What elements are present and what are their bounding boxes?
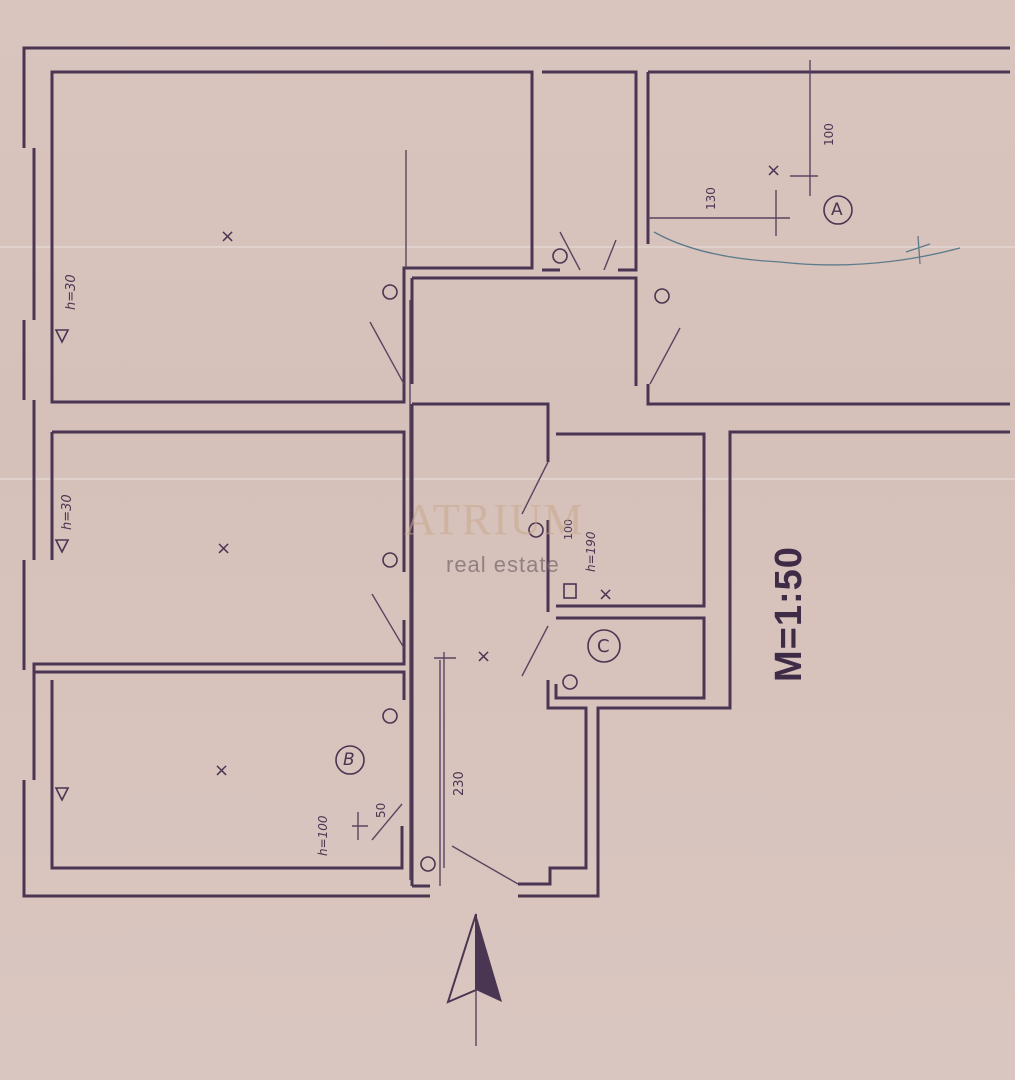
- outer-walls: [22, 46, 1010, 898]
- room-center-mark: ×: [476, 646, 492, 667]
- room-center-mark: ×: [214, 760, 230, 781]
- room-marker-b: B: [343, 750, 355, 770]
- pencil-marks: [653, 231, 961, 266]
- dimension-label: 50: [374, 802, 388, 818]
- watermark-tagline: real estate: [446, 552, 560, 577]
- room-center-mark: ×: [766, 160, 782, 181]
- fixture-symbols: [54, 195, 853, 872]
- dimension-label: 230: [452, 771, 467, 796]
- north-arrow-icon: [446, 913, 502, 1046]
- dimension-label: 130: [704, 187, 718, 210]
- dimension-lines: [352, 60, 818, 868]
- room-marker-a: A: [831, 200, 843, 220]
- room-center-mark: ×: [220, 226, 236, 247]
- room-center-mark: ×: [598, 584, 614, 605]
- room-center-mark: ×: [216, 538, 232, 559]
- paper-fold: [0, 246, 1015, 248]
- height-note: h=100: [316, 815, 330, 856]
- height-note: h=190: [584, 531, 598, 572]
- watermark-brand: ATRIUM: [404, 495, 585, 544]
- scale-label: M=1:50: [768, 546, 810, 682]
- height-note: h=30: [60, 494, 75, 530]
- dimension-label: 100: [822, 123, 836, 146]
- door-swings: [369, 150, 681, 886]
- paper-fold: [0, 478, 1015, 480]
- height-note: h=30: [64, 274, 79, 310]
- room-marker-c: C: [597, 636, 610, 657]
